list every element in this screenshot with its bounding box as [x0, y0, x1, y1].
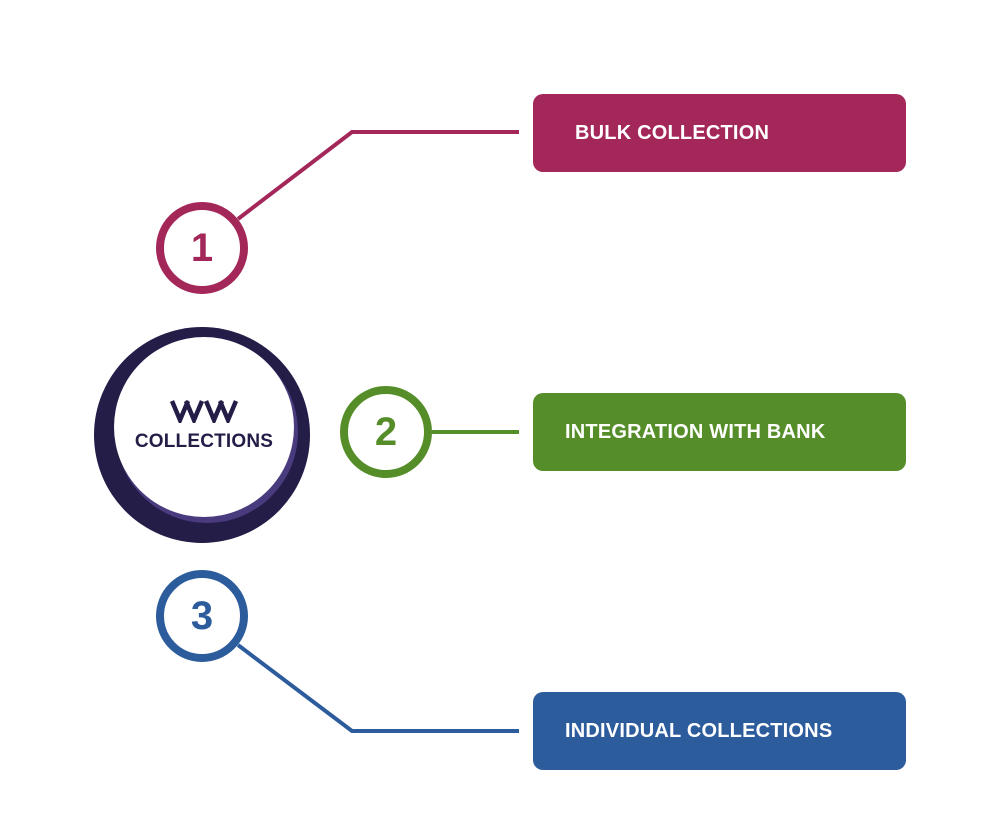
- hub-label: COLLECTIONS: [134, 431, 274, 452]
- step-circle-3: 3: [156, 570, 248, 662]
- connector-line-3: [236, 643, 519, 733]
- step-circle-2: 2: [340, 386, 432, 478]
- branch-box-integration-with-bank: INTEGRATION WITH BANK: [533, 393, 906, 471]
- branch-label-3: INDIVIDUAL COLLECTIONS: [565, 719, 833, 742]
- branch-label-2: INTEGRATION WITH BANK: [565, 420, 826, 443]
- branch-box-individual-collections: INDIVIDUAL COLLECTIONS: [533, 692, 906, 770]
- hub-center: COLLECTIONS: [114, 337, 294, 517]
- branch-label-1: BULK COLLECTION: [575, 121, 770, 144]
- step-circle-1: 1: [156, 202, 248, 294]
- connector-line-1: [236, 130, 519, 221]
- double-v-logo-icon: [170, 400, 238, 423]
- branch-box-bulk-collection: BULK COLLECTION: [533, 94, 906, 172]
